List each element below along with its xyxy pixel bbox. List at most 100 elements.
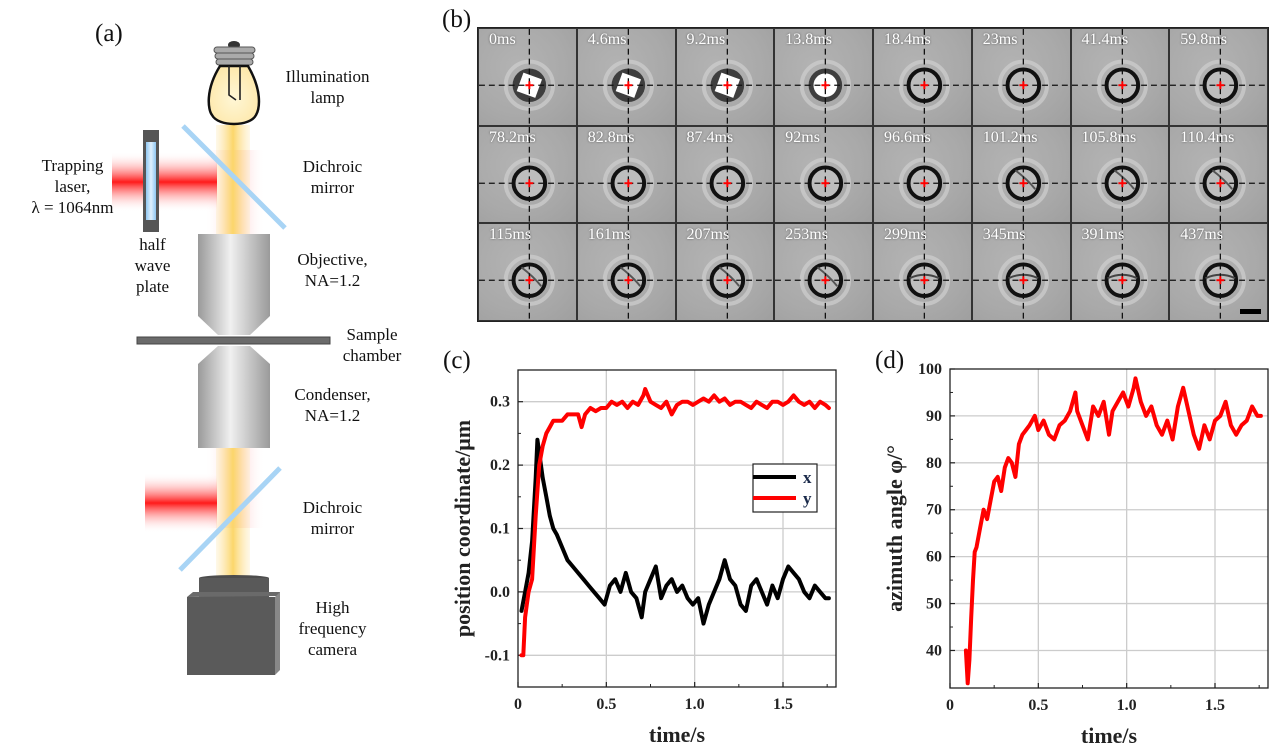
x-tick-label: 0.5 xyxy=(1028,697,1048,714)
frame-cell: 9.2ms xyxy=(675,28,775,126)
data-point xyxy=(691,602,695,607)
particle-image xyxy=(676,126,774,223)
data-point xyxy=(823,596,827,600)
data-point xyxy=(1013,475,1017,479)
center-marker-icon xyxy=(1019,81,1028,90)
data-point xyxy=(523,615,527,619)
center-marker-icon xyxy=(722,81,731,90)
data-point xyxy=(1202,423,1206,427)
data-point xyxy=(555,533,559,537)
y-tick-label: 60 xyxy=(926,549,942,566)
data-point xyxy=(565,558,570,562)
frame-timestamp: 115ms xyxy=(489,226,532,244)
scale-bar xyxy=(1240,308,1261,314)
data-point xyxy=(1239,423,1244,427)
frame-cell: 161ms xyxy=(576,223,676,321)
data-point xyxy=(583,412,587,416)
optical-setup-diagram xyxy=(112,41,331,675)
data-point xyxy=(610,400,614,404)
data-point xyxy=(1010,461,1014,465)
data-point xyxy=(739,400,743,404)
data-point xyxy=(648,577,653,581)
frame-cell: 4.6ms xyxy=(576,28,676,126)
data-point xyxy=(580,425,584,429)
data-point xyxy=(613,577,617,581)
data-point xyxy=(786,564,790,569)
laser-beam-output xyxy=(145,473,217,533)
frame-timestamp: 345ms xyxy=(982,226,1026,244)
y-axis-label: azimuth angle φ/° xyxy=(882,445,907,612)
data-point xyxy=(1006,456,1010,460)
frame-cell: 59.8ms xyxy=(1169,28,1268,126)
data-point xyxy=(537,463,541,467)
frame-timestamp: 437ms xyxy=(1180,226,1223,244)
data-point xyxy=(535,438,540,442)
data-point xyxy=(770,400,774,404)
data-point xyxy=(827,596,831,600)
illumination-beam-upper xyxy=(216,125,250,235)
data-point xyxy=(765,602,769,607)
data-point xyxy=(1149,404,1153,409)
data-point xyxy=(696,400,700,404)
dichroic-mirror-upper-label: Dichroic mirror xyxy=(302,157,363,197)
data-point xyxy=(592,590,596,594)
x-tick-label: 1.5 xyxy=(773,696,793,713)
center-marker-icon xyxy=(1117,81,1126,90)
data-point xyxy=(701,622,706,626)
plot-frame xyxy=(949,368,1269,689)
center-marker-icon xyxy=(525,276,534,285)
center-marker-icon xyxy=(821,81,830,90)
y-tick-label: -0.1 xyxy=(485,647,510,664)
particle-image xyxy=(874,126,971,223)
particle-image xyxy=(479,224,576,320)
panel-d-label: (d) xyxy=(875,347,905,374)
data-point xyxy=(712,590,716,594)
data-point xyxy=(1160,433,1164,437)
data-point xyxy=(749,583,753,588)
frame-cell: 115ms xyxy=(478,223,577,321)
frame-cell: 437ms xyxy=(1169,223,1268,321)
data-point xyxy=(643,387,647,391)
data-point xyxy=(807,400,812,404)
particle-image xyxy=(676,29,774,125)
data-point xyxy=(1250,404,1254,409)
trapping-laser-label: Trapping laser, λ = 1064nm xyxy=(31,156,114,217)
particle-image xyxy=(874,224,971,320)
data-point xyxy=(1063,419,1067,423)
data-point xyxy=(733,583,737,588)
data-point xyxy=(581,577,585,581)
center-marker-icon xyxy=(722,276,731,285)
data-point xyxy=(544,431,548,435)
data-point xyxy=(670,412,674,416)
data-point xyxy=(615,403,619,407)
data-point xyxy=(675,590,679,594)
data-point xyxy=(989,498,993,502)
data-point xyxy=(618,590,623,594)
data-point xyxy=(1171,437,1175,441)
data-point xyxy=(686,400,690,404)
data-point xyxy=(560,545,564,550)
y-tick-label: 0.2 xyxy=(490,457,510,474)
data-point xyxy=(733,400,737,404)
particle-image xyxy=(1071,29,1169,125)
data-point xyxy=(981,508,986,512)
data-point xyxy=(680,583,684,588)
data-point xyxy=(1213,419,1217,423)
data-point xyxy=(739,602,743,607)
sample-chamber-label: Sample chamber xyxy=(342,325,402,365)
particle-image xyxy=(577,224,675,320)
data-point xyxy=(813,583,817,588)
frame-timestamp: 9.2ms xyxy=(686,31,726,48)
data-point xyxy=(599,406,603,410)
data-point xyxy=(691,403,695,407)
legend-label: x xyxy=(803,468,812,487)
data-point xyxy=(1086,437,1090,441)
data-point xyxy=(1075,409,1079,413)
particle-image xyxy=(1071,224,1169,320)
center-marker-icon xyxy=(920,81,929,90)
data-point xyxy=(654,564,658,569)
data-point xyxy=(634,596,638,600)
data-point xyxy=(1091,404,1095,409)
